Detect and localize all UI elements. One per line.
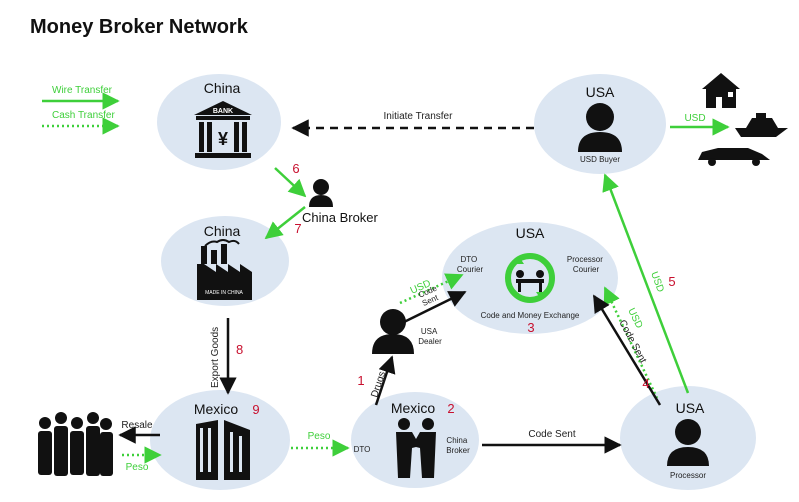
node-usa-exchange [442,222,618,334]
dealer-person-icon [372,309,414,354]
mexico-broker-right: China Broker [446,436,470,455]
step-number-1: 1 [357,373,364,388]
yacht-icon [735,113,788,137]
mexico-broker-right-line2: Broker [446,446,470,455]
exchange-cycle-icon [505,253,555,303]
export-goods-label: Export Goods [210,327,221,388]
code-sent-bottom-label: Code Sent [528,429,575,440]
usa-processor-name: USA [676,400,705,416]
drugs-arrow [374,355,396,406]
code-sent-dealer-arrow [403,290,467,324]
house-icon [702,73,740,108]
exchange-left-line2: Courier [457,265,484,274]
drugs-label: Drugs [369,370,388,399]
usa-exchange-name: USA [516,225,545,241]
legend-wire-label: Wire Transfer [52,85,113,96]
node-china-bank [157,74,281,170]
exchange-right-label: Processor Courier [567,255,605,274]
china-bank-name: China [204,80,241,96]
node-mexico-city [150,390,290,490]
usd-dealer-arrow [399,273,464,305]
factory-sign: MADE IN CHINA [205,290,243,296]
bank-to-broker-arrow [274,167,307,198]
usd-up-label: USD [648,270,666,294]
initiate-transfer-label: Initiate Transfer [384,111,454,122]
mexico-broker-left: DTO [354,445,371,454]
mexico-broker-right-line1: China [446,436,467,445]
crowd-icon [38,412,113,476]
yuan-symbol: ¥ [218,129,228,149]
mexico-city-name: Mexico [194,401,239,417]
step-number-9: 9 [252,402,259,417]
peso-left-label: Peso [126,462,149,473]
usa-dealer-line1: USA [421,327,438,336]
bank-icon: BANK ¥ [194,101,252,158]
usa-buyer-name: USA [586,84,615,100]
legend: Wire Transfer Cash Transfer [42,85,120,135]
exchange-left-label: DTO Courier [457,255,484,274]
exchange-right-line1: Processor [567,255,603,264]
exchange-right-line2: Courier [573,265,600,274]
usd-up-arrow [602,173,690,394]
broker-to-factory-arrow [264,206,306,240]
china-factory-name: China [204,223,241,239]
china-broker-icon [309,179,333,207]
diagram-title: Money Broker Network [30,16,249,38]
step-number-7: 7 [294,221,301,236]
china-broker-label: China Broker [302,210,379,225]
step-number-5: 5 [668,274,675,289]
usd-processor-arrow [603,286,659,399]
bank-badge: BANK [213,108,233,115]
exchange-left-line1: DTO [461,255,478,264]
usa-buyer-role: USD Buyer [580,155,620,164]
usa-processor-role: Processor [670,471,706,480]
step-number-3: 3 [527,320,534,335]
usa-dealer-role: USA Dealer [418,327,442,346]
processor-person-icon [667,419,709,466]
mexico-broker-name: Mexico [391,400,436,416]
peso-right-label: Peso [308,431,331,442]
buildings-icon [196,420,250,480]
step-number-6: 6 [292,161,299,176]
code-sent-processor-arrow [592,294,662,406]
legend-cash-label: Cash Transfer [52,110,115,121]
resale-label: Resale [121,420,153,431]
usa-dealer-line2: Dealer [418,337,442,346]
step-number-8: 8 [236,342,243,357]
step-number-4: 4 [642,376,649,391]
person-icon [578,103,622,152]
factory-icon: MADE IN CHINA [197,239,252,300]
exchange-caption: Code and Money Exchange [481,311,580,320]
step-number-2: 2 [447,401,454,416]
handshake-icon [396,418,436,478]
usd-spend-label: USD [684,113,705,124]
car-icon [698,148,770,166]
